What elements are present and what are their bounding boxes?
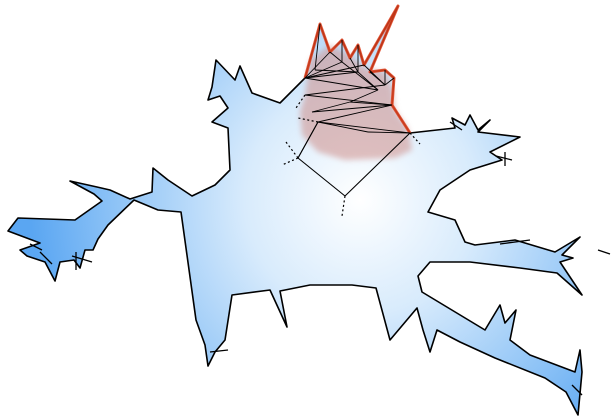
polygon-shape <box>8 6 582 415</box>
